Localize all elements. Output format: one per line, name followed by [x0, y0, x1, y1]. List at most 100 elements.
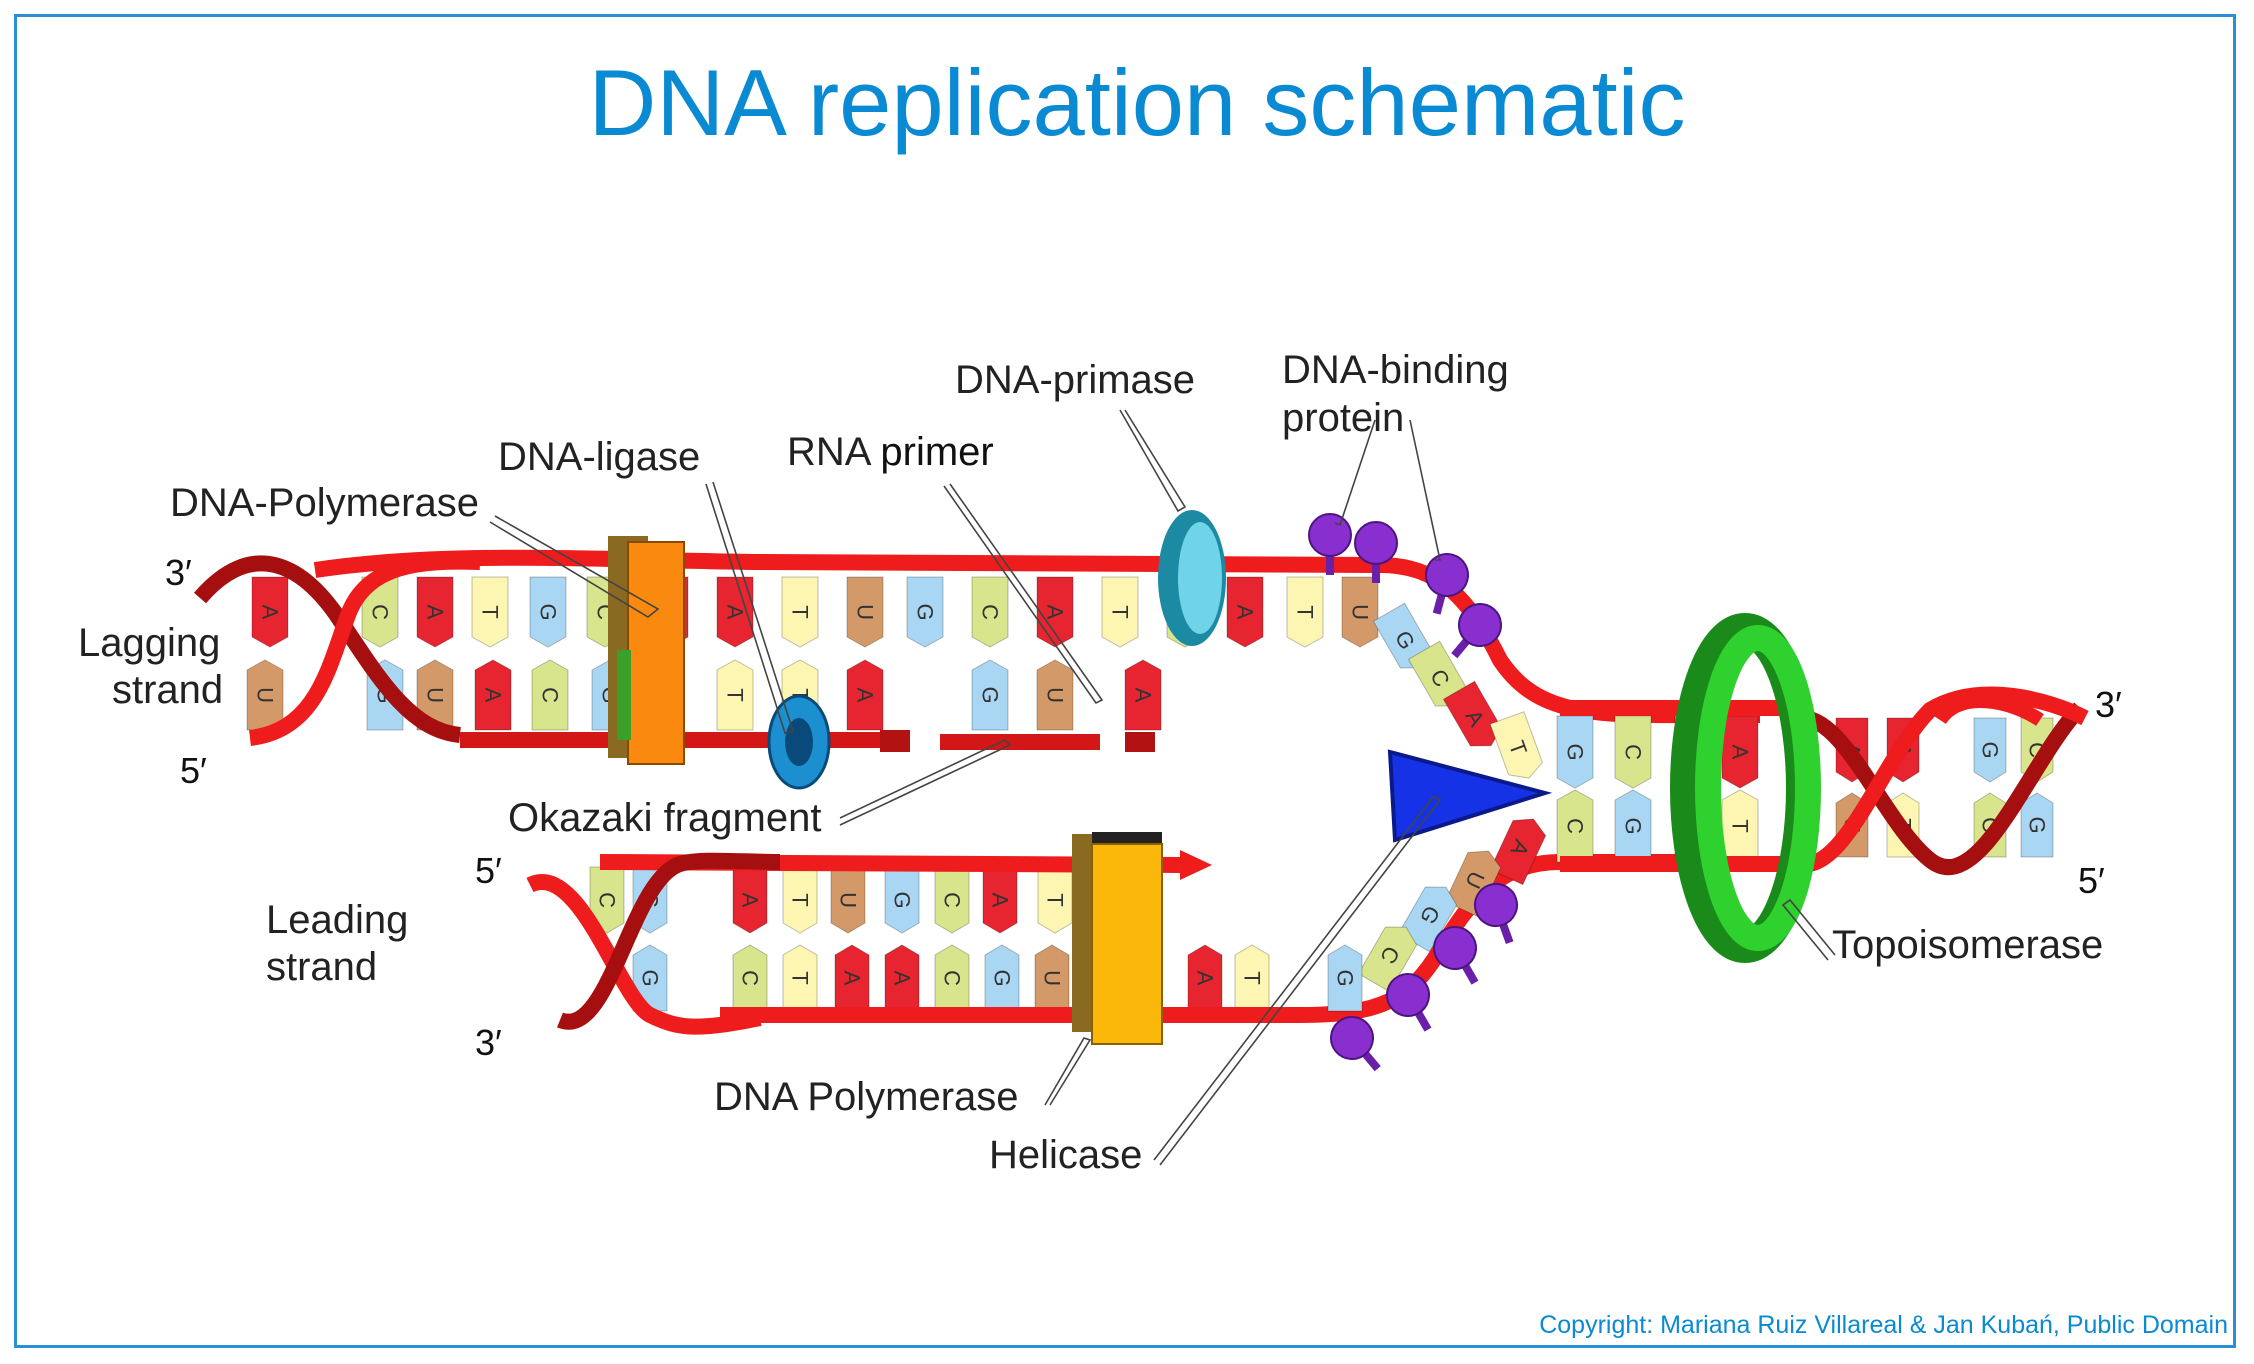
nucleotide-base-T: T — [1234, 944, 1270, 1012]
nucleotide-letter: U — [1043, 687, 1068, 703]
nucleotide-letter: G — [990, 969, 1015, 986]
nucleotide-base-U: U — [846, 576, 884, 648]
nucleotide-letter: U — [853, 604, 878, 620]
nucleotide-letter: T — [723, 688, 748, 701]
dna-polymerase-lagging-inner — [617, 650, 631, 740]
nucleotide-letter: A — [1728, 745, 1753, 760]
nucleotide-base-G: G — [984, 944, 1020, 1012]
nucleotide-base-A: A — [1036, 576, 1074, 648]
label-leading-1: Leading — [266, 898, 408, 942]
nucleotide-letter: U — [253, 687, 278, 703]
nucleotide-letter: U — [1348, 604, 1373, 620]
nucleotide-letter: A — [723, 605, 748, 620]
nucleotide-letter: C — [538, 687, 563, 703]
dna-binding-protein — [1433, 926, 1479, 985]
nucleotide-letter: C — [978, 604, 1003, 620]
nucleotide-base-T: T — [1721, 789, 1759, 863]
nucleotide-letter: G — [1978, 741, 2003, 758]
topoisomerase-ring — [1670, 613, 1821, 963]
label-dna-primase: DNA-primase — [955, 358, 1195, 402]
nucleotide-base-G: G — [1556, 715, 1594, 789]
nucleotide-base-U: U — [1341, 576, 1379, 648]
nucleotide-base-C: C — [1357, 926, 1418, 993]
nucleotide-base-A: A — [1489, 818, 1547, 886]
right-helix-ribbon-a — [1787, 702, 2086, 876]
nucleotide-letter: T — [1293, 605, 1318, 618]
dna-binding-protein — [1451, 603, 1502, 659]
nucleotide-letter: A — [1043, 605, 1068, 620]
nucleotide-base-A: A — [416, 576, 454, 648]
nucleotide-letter: U — [1040, 970, 1065, 986]
nucleotide-base-T: T — [782, 866, 818, 934]
nucleotide-base-T: T — [716, 659, 754, 731]
nucleotide-base-A: A — [474, 659, 512, 731]
nucleotide-base-A: A — [251, 576, 289, 648]
nucleotide-letter: G — [978, 686, 1003, 703]
nucleotide-letter: A — [1193, 971, 1218, 986]
nucleotide-base-G: G — [971, 659, 1009, 731]
nucleotide-letter: T — [1108, 605, 1133, 618]
fragment-end-1 — [880, 730, 910, 752]
nucleotide-base-A: A — [982, 866, 1018, 934]
nucleotide-letter: A — [1131, 688, 1156, 703]
right-helix-ribbon-c — [1934, 694, 2044, 726]
nucleotide-base-A: A — [716, 576, 754, 648]
dna-primase-ring — [1158, 510, 1226, 646]
dna-binding-protein — [1386, 973, 1432, 1032]
label-dna-binding-protein-1: DNA-binding — [1282, 348, 1509, 392]
dna-polymerase-leading-top — [1092, 832, 1162, 844]
leading-strand-arrow — [1180, 850, 1212, 880]
nucleotide-base-U: U — [1034, 944, 1070, 1012]
nucleotide-letter: T — [478, 605, 503, 618]
nucleotide-base-G: G — [906, 576, 944, 648]
nucleotide-letter: U — [423, 687, 448, 703]
nucleotide-base-U: U — [830, 866, 866, 934]
nucleotide-base-G: G — [1614, 789, 1652, 863]
nucleotide-letter: C — [595, 892, 620, 908]
nucleotide-base-C: C — [1407, 640, 1468, 707]
nucleotide-base-G: G — [2020, 792, 2054, 858]
nucleotide-letter: A — [738, 893, 763, 908]
nucleotide-base-A: A — [1226, 576, 1264, 648]
label-dna-polymerase-lagging: DNA-Polymerase — [170, 481, 479, 525]
nucleotide-base-C: C — [934, 944, 970, 1012]
nucleotide-letter: C — [738, 970, 763, 986]
dna-polymerase-lagging-block — [627, 541, 685, 765]
end-lagging-bottom: 5′ — [180, 750, 207, 791]
nucleotide-letter: G — [890, 891, 915, 908]
lagging-helix-ribbon-front — [248, 553, 481, 746]
nucleotide-letter: C — [940, 970, 965, 986]
nucleotide-base-G: G — [1397, 886, 1458, 953]
nucleotide-letter: G — [1333, 969, 1358, 986]
leader-lines — [489, 409, 1836, 1166]
nucleotide-base-U: U — [1036, 659, 1074, 731]
nucleotide-base-T: T — [471, 576, 509, 648]
nucleotide-letter: U — [836, 892, 861, 908]
dna-binding-protein — [1474, 883, 1518, 944]
leading-strand-bases: CGATUGCATGCTAACGUAATG — [589, 866, 1363, 1012]
nucleotide-base-A: A — [834, 944, 870, 1012]
helicase-wedge — [1387, 749, 1553, 843]
nucleotide-letter: T — [788, 605, 813, 618]
nucleotide-base-A: A — [1124, 659, 1162, 731]
leading-helix-ribbon-a — [526, 874, 762, 1035]
nucleotide-base-T: T — [1286, 576, 1324, 648]
nucleotide-base-A: A — [732, 866, 768, 934]
nucleotide-letter: C — [368, 604, 393, 620]
nucleotide-letter: A — [481, 688, 506, 703]
nucleotide-base-C: C — [1614, 715, 1652, 789]
nucleotide-letter: T — [1240, 971, 1265, 984]
nucleotide-letter: C — [940, 892, 965, 908]
leading-helix-ribbon-b — [557, 852, 781, 1030]
right-helix-ribbon-b — [1785, 686, 2089, 873]
nucleotide-base-G: G — [1973, 717, 2007, 783]
nucleotide-base-A: A — [846, 659, 884, 731]
nucleotide-base-A: A — [1721, 715, 1759, 789]
nucleotide-letter: T — [788, 893, 813, 906]
label-topoisomerase: Topoisomerase — [1832, 923, 2103, 967]
nucleotide-base-T: T — [1037, 866, 1073, 934]
nucleotide-letter: A — [988, 893, 1013, 908]
label-okazaki-fragment: Okazaki fragment — [508, 796, 821, 840]
